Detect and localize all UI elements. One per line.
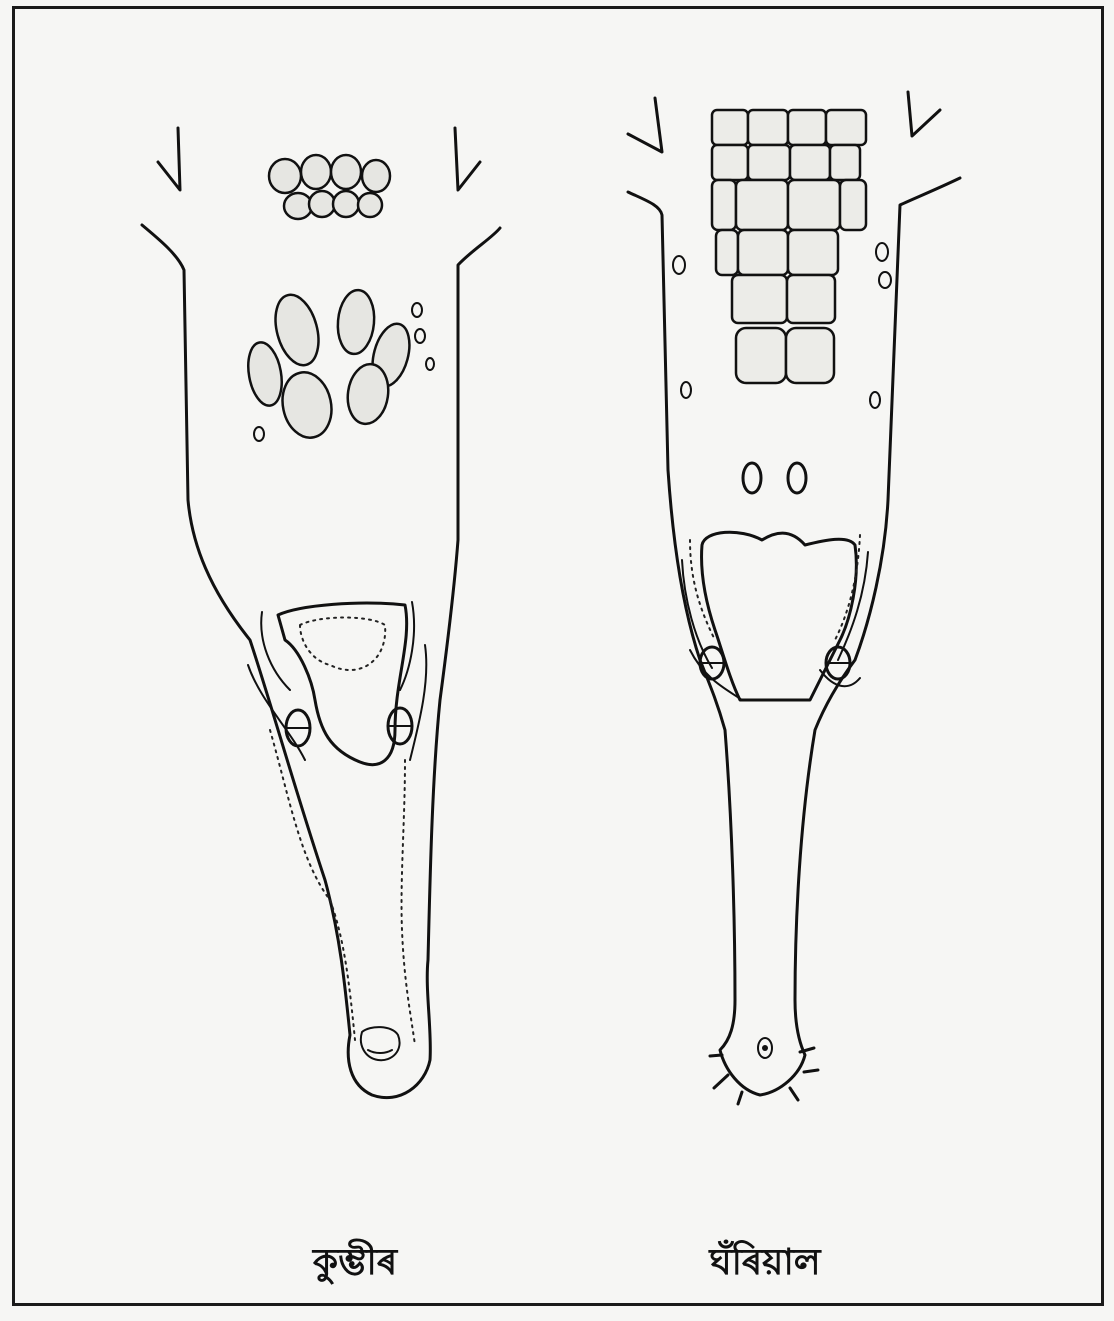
gharial-eye-right — [826, 647, 850, 679]
crocodile-dorsal-scutes — [244, 289, 434, 443]
crocodile-snout-dotted-left — [270, 730, 355, 1040]
crocodile-brow-ridge-right — [400, 602, 426, 760]
gharial-neck-mark-right — [908, 92, 940, 136]
gharial-neck-mark-left — [628, 98, 662, 152]
gharial-head-drawing — [628, 92, 960, 1104]
gharial-label: ঘঁৰিয়াল — [665, 1238, 865, 1288]
gharial-skull-table — [702, 532, 857, 700]
crocodile-nostril — [361, 1027, 400, 1060]
crocodile-neck-mark-right — [455, 128, 480, 190]
crocodile-eye-left — [286, 710, 310, 746]
crocodile-label: কুম্ভীৰ — [255, 1238, 455, 1288]
gharial-nuchal-plates — [712, 110, 866, 383]
crocodile-eye-right — [388, 708, 412, 744]
gharial-eye-left — [700, 647, 724, 679]
crocodile-snout-dotted-right — [402, 760, 415, 1045]
crocodile-skull-dotted-margin — [300, 618, 385, 671]
crocodile-head-drawing — [142, 128, 500, 1098]
crocodile-nuchal-scales — [269, 155, 390, 219]
crocodile-brow-ridge-left — [248, 612, 305, 760]
crocodile-skull-table — [278, 603, 407, 765]
crocodile-neck-mark-left — [158, 128, 180, 190]
